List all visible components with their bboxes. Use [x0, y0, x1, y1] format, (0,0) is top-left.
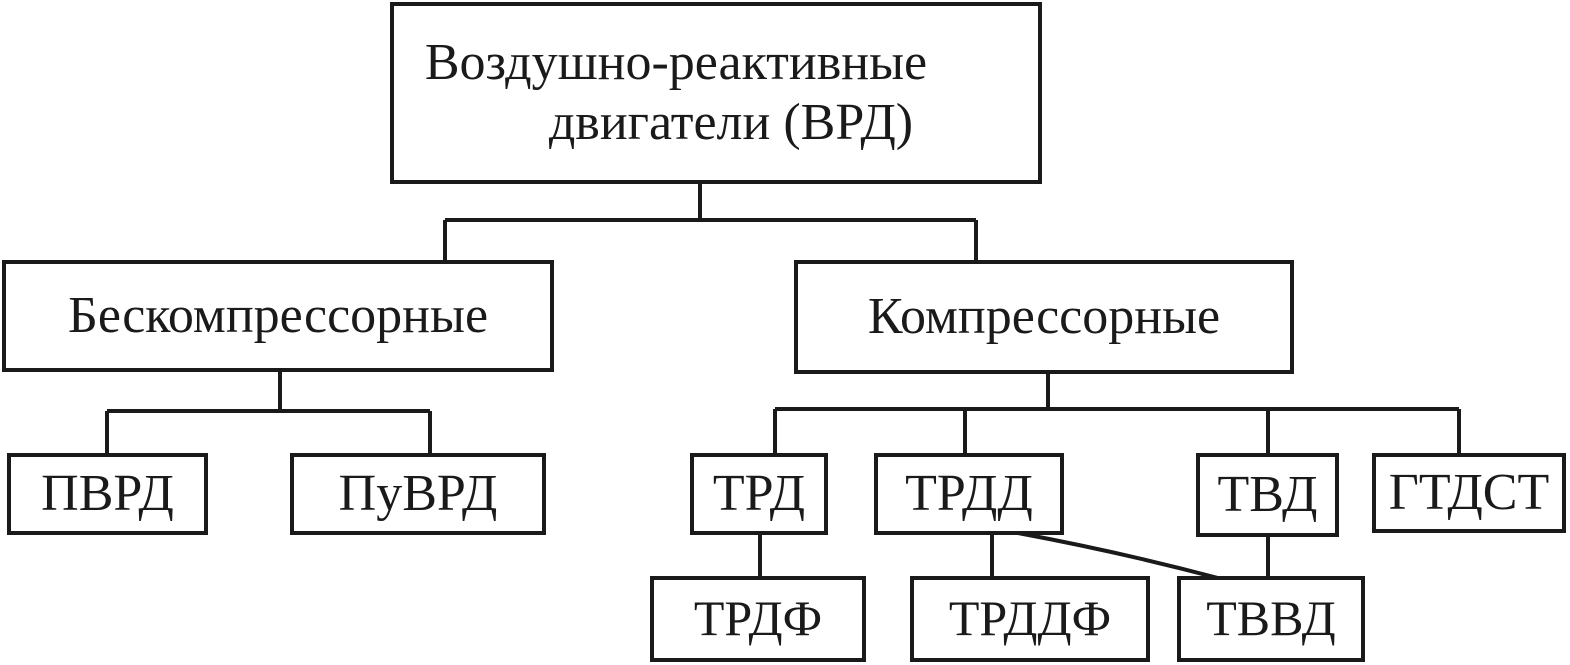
tvd-box: ТВД	[1196, 453, 1339, 537]
tvd-label: ТВД	[1217, 466, 1318, 524]
compressor-box: Компрессорные	[794, 260, 1294, 374]
compressor-label: Компрессорные	[867, 288, 1221, 346]
tvvd-label: ТВВД	[1206, 590, 1336, 647]
pvrd-box: ПВРД	[7, 453, 208, 535]
pvrd-label: ПВРД	[41, 465, 174, 523]
trd-label: ТРД	[712, 465, 806, 523]
tvvd-box: ТВВД	[1177, 576, 1365, 662]
gtdst-box: ГТДСТ	[1372, 453, 1566, 533]
puvrd-label: ПуВРД	[338, 465, 498, 523]
puvrd-box: ПуВРД	[290, 453, 546, 535]
connector-trdd-to-tvvd	[1017, 531, 1219, 580]
noncompressor-label: Бескомпрессорные	[67, 287, 489, 345]
trd-box: ТРД	[690, 453, 828, 535]
noncompressor-box: Бескомпрессорные	[2, 260, 554, 372]
root-box: Воздушно-реактивные двигатели (ВРД)	[390, 2, 1042, 184]
trddf-label: ТРДДФ	[948, 590, 1112, 647]
trddf-box: ТРДДФ	[910, 576, 1150, 662]
gtdst-label: ГТДСТ	[1388, 464, 1550, 522]
root-label: Воздушно-реактивные двигатели (ВРД)	[425, 33, 927, 153]
trdd-box: ТРДД	[874, 453, 1064, 535]
root-label-line1: Воздушно-реактивные	[424, 34, 928, 92]
trdd-label: ТРДД	[905, 465, 1033, 523]
root-label-line2: двигатели (ВРД)	[548, 94, 914, 151]
trdf-label: ТРДФ	[693, 590, 823, 647]
trdf-box: ТРДФ	[650, 576, 866, 662]
